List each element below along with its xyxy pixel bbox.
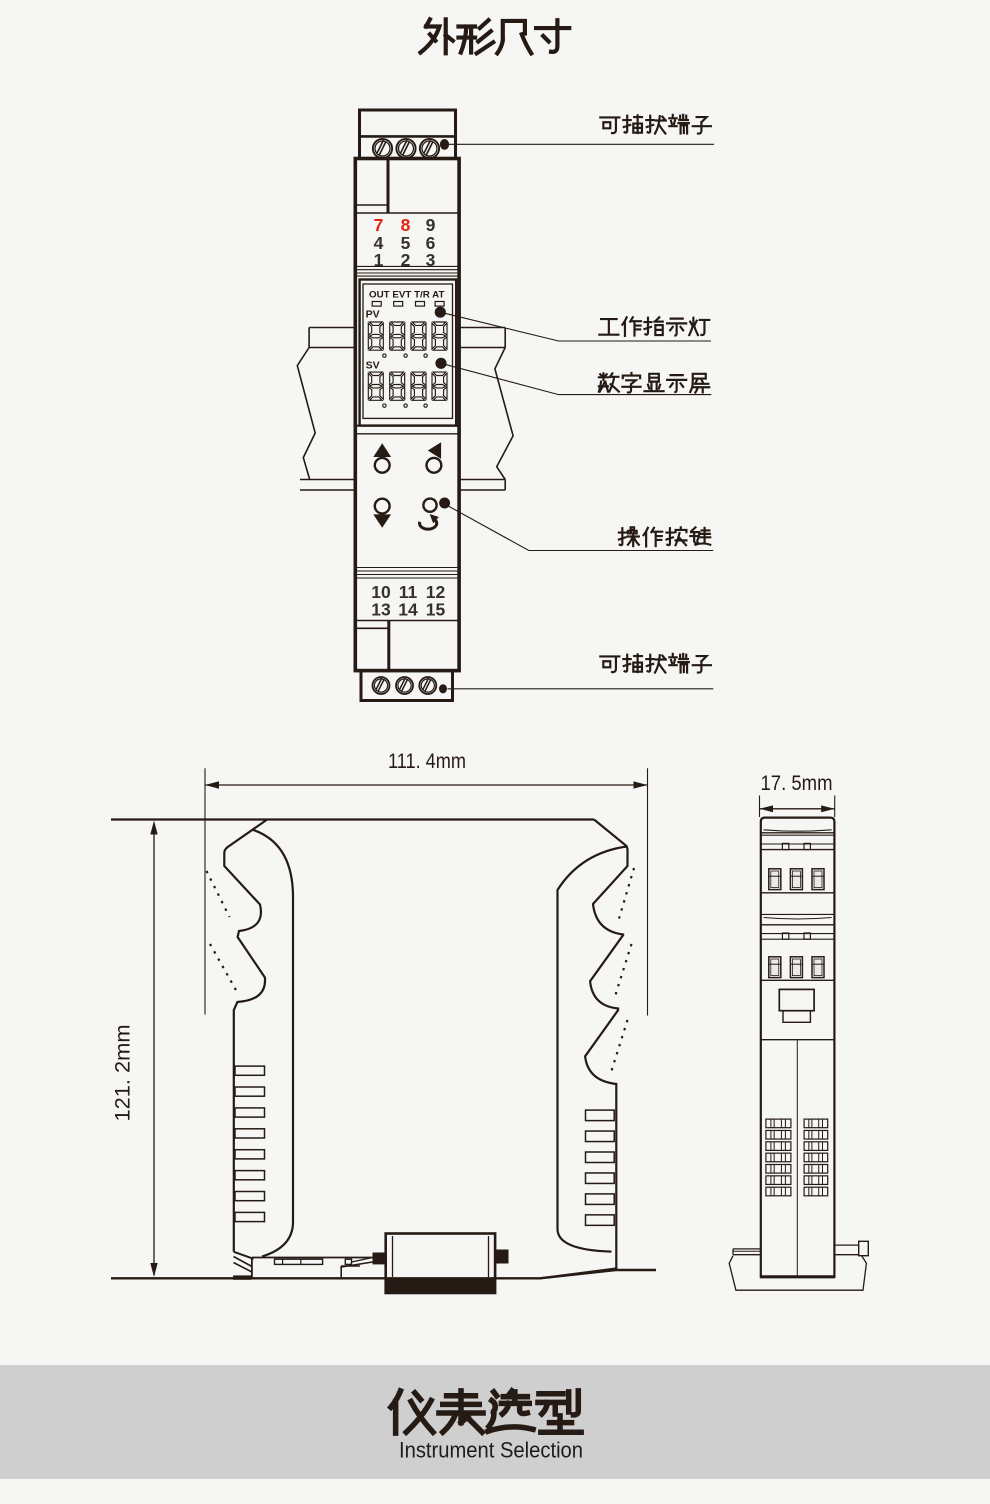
svg-text:2: 2 xyxy=(401,250,411,270)
svg-text:8: 8 xyxy=(401,215,411,235)
svg-text:9: 9 xyxy=(426,215,436,235)
svg-text:11: 11 xyxy=(399,582,418,602)
svg-text:Instrument Selection: Instrument Selection xyxy=(399,1438,583,1463)
svg-text:1: 1 xyxy=(374,250,384,270)
svg-text:7: 7 xyxy=(374,215,384,235)
svg-text:15: 15 xyxy=(426,600,446,620)
svg-text:121. 2mm: 121. 2mm xyxy=(112,1025,135,1122)
svg-text:17. 5mm: 17. 5mm xyxy=(761,772,833,795)
svg-text:111. 4mm: 111. 4mm xyxy=(388,750,466,773)
svg-text:OUT EVT T/R AT: OUT EVT T/R AT xyxy=(369,290,445,300)
svg-text:4: 4 xyxy=(374,233,384,253)
svg-text:13: 13 xyxy=(371,600,391,620)
svg-text:12: 12 xyxy=(426,582,446,602)
svg-text:6: 6 xyxy=(426,233,436,253)
svg-text:5: 5 xyxy=(401,233,411,253)
svg-text:10: 10 xyxy=(371,582,391,602)
svg-text:SV: SV xyxy=(366,360,380,372)
svg-text:PV: PV xyxy=(366,309,380,321)
svg-text:14: 14 xyxy=(398,600,418,620)
svg-text:3: 3 xyxy=(426,250,436,270)
